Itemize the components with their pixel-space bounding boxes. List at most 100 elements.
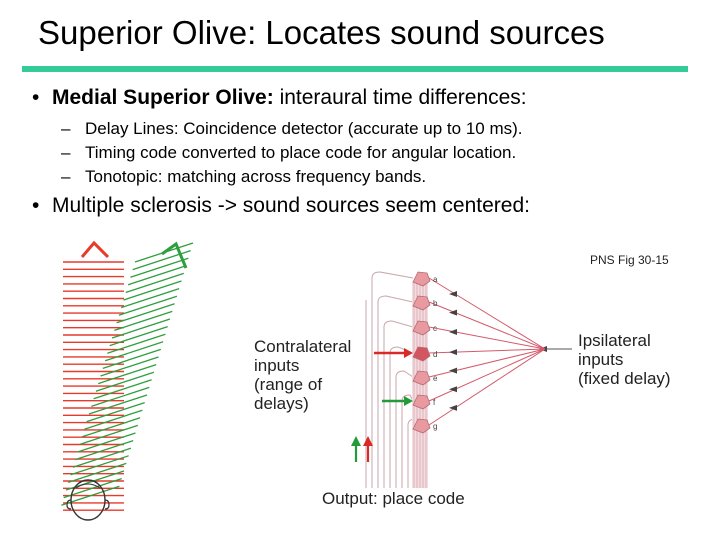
- sub-text: Timing code converted to place code for …: [85, 143, 517, 162]
- neuron-letter: c: [433, 324, 437, 333]
- green-wavefront-line: [77, 432, 136, 453]
- ipsilateral-fiber: [428, 348, 546, 402]
- sub-text: Delay Lines: Coincidence detector (accur…: [85, 119, 523, 138]
- ipsilateral-line: inputs: [578, 350, 624, 369]
- output-label: Output: place code: [322, 489, 465, 508]
- green-wavefront-line: [107, 333, 166, 354]
- dash: –: [61, 143, 71, 162]
- sound-wavefronts: [61, 240, 194, 511]
- red-up-arrowhead: [363, 436, 373, 446]
- green-wavefront-line: [63, 477, 122, 499]
- green-wavefront-line: [104, 341, 164, 362]
- ipsilateral-fiber: [428, 348, 546, 426]
- green-wavefront-line: [100, 356, 159, 377]
- neuron-letter: b: [433, 299, 438, 308]
- green-wavefront-line: [81, 417, 141, 438]
- bullet-dot: •: [32, 194, 40, 217]
- ipsilateral-fiber: [428, 348, 546, 354]
- neuron-letter: f: [433, 398, 436, 407]
- contralateral-line: (range of: [254, 375, 323, 394]
- fiber-arrowhead: [449, 309, 457, 316]
- sub-timing-code: –Timing code converted to place code for…: [61, 143, 516, 163]
- fiber-arrowhead: [449, 328, 457, 335]
- green-wavefront-line: [123, 280, 182, 301]
- ipsilateral-line: Ipsilateral: [578, 331, 651, 350]
- ipsilateral-fiber: [428, 277, 546, 350]
- title-underline: [22, 66, 688, 72]
- green-wavefront-line: [70, 455, 129, 476]
- fiber-arrowhead: [449, 404, 457, 411]
- green-wavefront-line: [97, 363, 157, 385]
- green-wavefront-line: [79, 424, 139, 446]
- green-wavefront-line: [109, 325, 168, 347]
- neuron-cell: [412, 271, 431, 287]
- delay-branch: [377, 295, 414, 303]
- green-wavefront-line: [91, 386, 150, 408]
- bullet-ms: • Multiple sclerosis -> sound sources se…: [32, 194, 530, 218]
- red-source-caret: [80, 240, 110, 259]
- neuron-letter: a: [433, 275, 438, 284]
- contralateral-label: Contralateral inputs (range of delays): [254, 337, 351, 413]
- green-wavefront-line: [84, 409, 143, 430]
- bullet-mso-heading: Medial Superior Olive:: [52, 86, 274, 109]
- green-input-arrowhead: [404, 396, 413, 406]
- fiber-arrowhead: [449, 349, 457, 356]
- neuron-letter: d: [433, 350, 437, 359]
- green-wavefront-line: [116, 303, 175, 324]
- green-wavefront-line: [125, 272, 185, 294]
- ipsilateral-label: Ipsilateral inputs (fixed delay): [578, 331, 671, 388]
- bullet-ms-text: Multiple sclerosis -> sound sources seem…: [52, 194, 530, 217]
- dash: –: [61, 167, 71, 186]
- bullet-dot: •: [32, 86, 40, 109]
- ipsilateral-line: (fixed delay): [578, 369, 671, 388]
- neuron-letter: g: [433, 422, 437, 431]
- sub-tonotopic: –Tonotopic: matching across frequency ba…: [61, 167, 426, 187]
- green-wavefront-line: [118, 295, 178, 316]
- neuron-cell: [412, 394, 431, 410]
- green-wavefront-line: [132, 249, 191, 271]
- fiber-arrowhead: [449, 291, 457, 298]
- delay-line-circuit: a b c d e f g: [351, 271, 572, 488]
- delay-branch: [383, 320, 414, 328]
- fiber-arrowhead: [449, 386, 457, 393]
- green-wavefront-line: [114, 310, 173, 332]
- green-wavefront-line: [130, 257, 189, 278]
- ipsilateral-fiber: [428, 348, 546, 378]
- green-wavefront-line: [88, 394, 148, 415]
- head-icon: [66, 479, 110, 521]
- green-wavefront-line: [95, 371, 155, 392]
- green-wavefront-line: [111, 318, 171, 339]
- neuron-cell: [412, 418, 431, 434]
- delay-branch: [371, 271, 414, 279]
- green-wavefront-line: [134, 242, 194, 263]
- neuron-cell: [412, 346, 431, 362]
- neuron-cell: [412, 295, 431, 311]
- slide-title: Superior Olive: Locates sound sources: [38, 14, 605, 51]
- figure-credit: PNS Fig 30-15: [590, 253, 669, 267]
- green-wavefront-line: [68, 462, 127, 484]
- green-wavefront-line: [120, 287, 180, 309]
- contralateral-line: delays): [254, 394, 309, 413]
- ipsilateral-fiber: [428, 326, 546, 350]
- contralateral-line: Contralateral: [254, 337, 352, 356]
- sub-text: Tonotopic: matching across frequency ban…: [85, 167, 427, 186]
- bullet-mso: • Medial Superior Olive: interaural time…: [32, 86, 527, 110]
- green-wavefront-line: [72, 447, 132, 468]
- fiber-arrowhead: [449, 367, 457, 374]
- red-input-arrowhead: [404, 348, 413, 358]
- green-wavefront-line: [102, 348, 162, 370]
- delay-branch: [395, 370, 414, 378]
- neuron-cell: [412, 320, 431, 336]
- sub-delay-lines: –Delay Lines: Coincidence detector (accu…: [61, 119, 523, 139]
- contralateral-line: inputs: [254, 356, 300, 375]
- green-wavefront-line: [93, 379, 152, 400]
- green-wavefront-line: [127, 265, 187, 286]
- green-wavefront-line: [86, 401, 145, 423]
- green-wavefront-line: [74, 439, 134, 461]
- green-up-arrowhead: [351, 436, 361, 446]
- neuron-cell: [412, 370, 431, 386]
- neuron-letter: e: [433, 374, 438, 383]
- ipsilateral-fiber: [428, 301, 546, 350]
- bullet-mso-text: interaural time differences:: [273, 86, 527, 109]
